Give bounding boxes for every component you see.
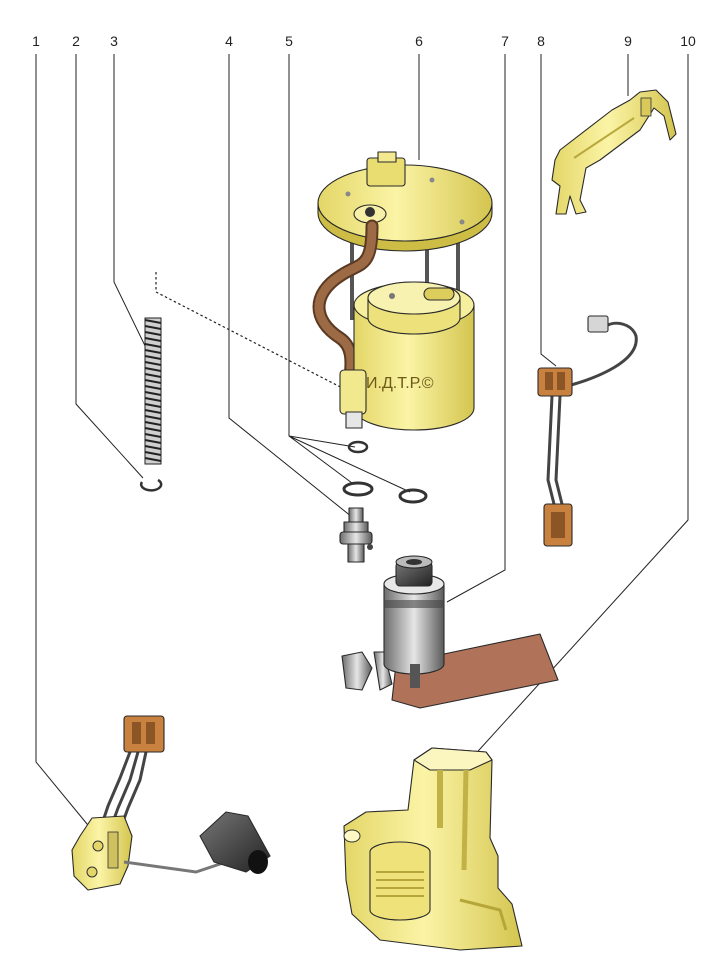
- sender-connector: [123, 715, 165, 753]
- pump-clip-left: [341, 651, 373, 691]
- part-8-wiring-harness: [537, 315, 638, 547]
- pump-body: [383, 583, 445, 675]
- leader-8: [540, 54, 557, 367]
- leader-7: [446, 54, 506, 603]
- callout-10: 10: [680, 33, 696, 49]
- callout-7: 7: [501, 33, 509, 49]
- part-5-o-rings: [342, 440, 428, 504]
- callout-2: 2: [72, 33, 80, 49]
- callout-1: 1: [32, 33, 40, 49]
- part-1-level-sender: [71, 715, 271, 891]
- watermark: И.Д.Т.Р.©: [366, 375, 434, 392]
- assembly-dotted-line: [155, 272, 355, 395]
- leader-2: [75, 54, 144, 479]
- callout-3: 3: [110, 33, 118, 49]
- callout-6: 6: [415, 33, 423, 49]
- o-ring-small: [347, 440, 369, 454]
- leader-1: [35, 54, 93, 831]
- o-ring-right: [398, 488, 428, 504]
- part-3-spring: [144, 317, 162, 465]
- callout-numbers: 1 2 3 4 5 6 7 8 9 10: [32, 33, 696, 49]
- part-4-pressure-regulator: [339, 507, 373, 563]
- leader-3: [113, 54, 151, 357]
- part-10-reservoir-housing: [343, 747, 523, 951]
- o-ring-medium: [342, 481, 374, 497]
- callout-5: 5: [285, 33, 293, 49]
- callout-4: 4: [225, 33, 233, 49]
- leader-5: [288, 54, 411, 493]
- sender-body: [71, 815, 133, 891]
- spring-coils: [144, 319, 162, 462]
- part-2-retaining-clip: [139, 478, 163, 492]
- part-6-pump-module: И.Д.Т.Р.©: [312, 151, 493, 431]
- part-7-pump-motor: [341, 555, 559, 709]
- leader-4: [228, 54, 353, 518]
- harness-connector-top: [537, 367, 573, 397]
- part-9-bracket: [551, 89, 677, 215]
- callout-9: 9: [624, 33, 632, 49]
- harness-terminal: [587, 315, 609, 333]
- fuel-hose: [314, 221, 377, 383]
- callout-8: 8: [537, 33, 545, 49]
- pump-gasket: [391, 633, 559, 709]
- outlet-fitting: [339, 369, 367, 415]
